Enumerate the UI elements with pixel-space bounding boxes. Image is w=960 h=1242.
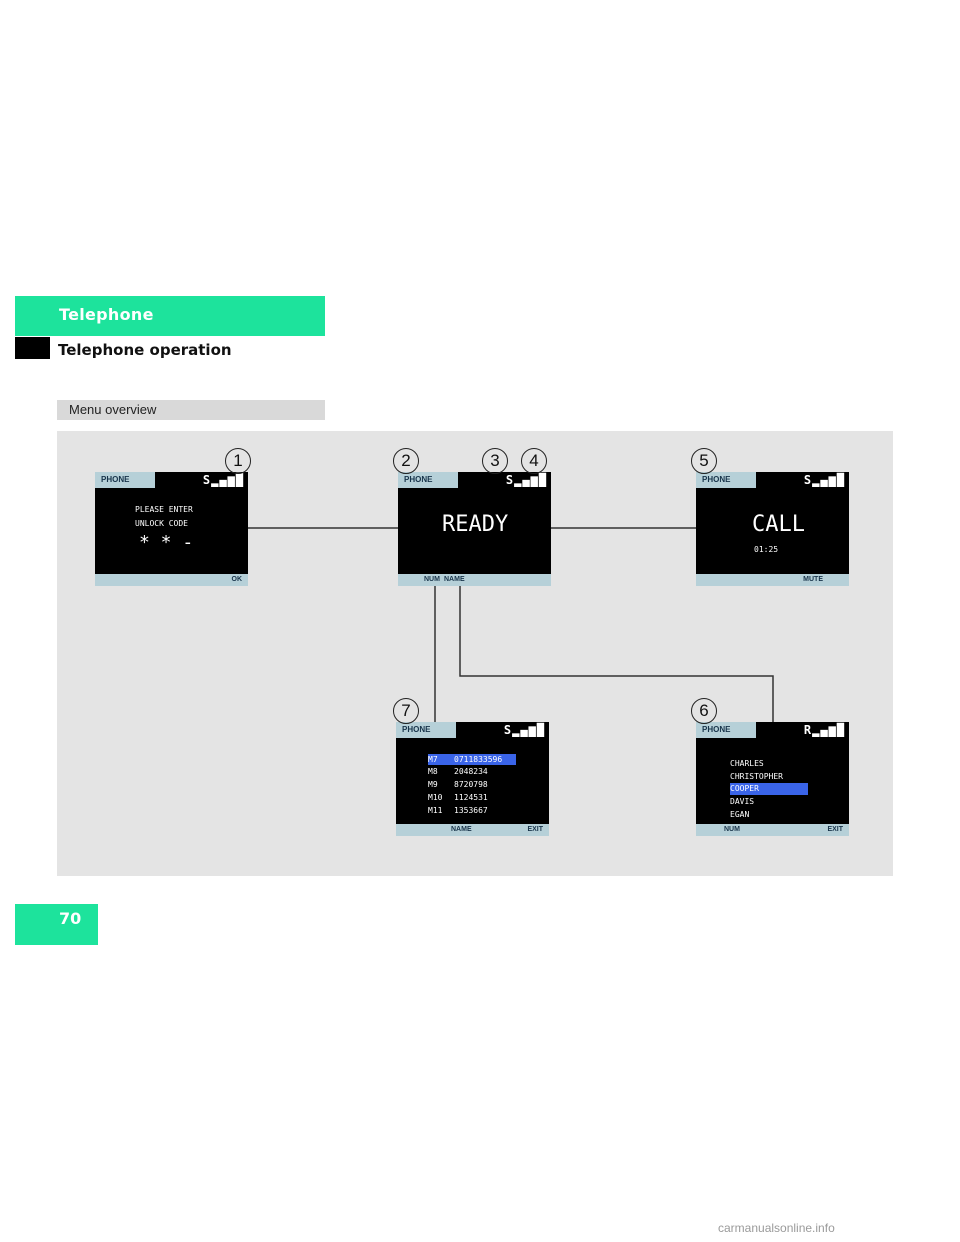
- list-item[interactable]: M9 8720798: [428, 778, 516, 791]
- list-item[interactable]: DAVIS: [730, 797, 755, 806]
- softkey-exit[interactable]: EXIT: [527, 826, 543, 833]
- callout-2: 2: [393, 448, 419, 474]
- page-number-tab: 70: [15, 904, 98, 945]
- signal-strength-icon: S▂▄▆█: [202, 473, 244, 487]
- callout-3: 3: [482, 448, 508, 474]
- signal-strength-icon: S▂▄▆█: [503, 723, 545, 737]
- callout-4: 4: [521, 448, 547, 474]
- call-duration: 01:25: [754, 545, 779, 554]
- section-marker: [15, 337, 50, 359]
- list-item[interactable]: CHRISTOPHER: [730, 772, 783, 781]
- number-list: M7 0711833596 M8 2048234 M9 8720798 M10 1124…: [428, 754, 516, 817]
- screen-tab: PHONE: [696, 722, 756, 738]
- callout-5: 5: [691, 448, 717, 474]
- softkey-name[interactable]: NAME: [444, 576, 465, 583]
- phone-number: 8720798: [454, 780, 488, 789]
- callout-1: 1: [225, 448, 251, 474]
- softkey-mute[interactable]: MUTE: [803, 576, 823, 583]
- screen-tab: PHONE: [696, 472, 756, 488]
- list-item[interactable]: M7 0711833596: [428, 754, 516, 765]
- phone-number: 0711833596: [454, 755, 503, 764]
- list-item-selected[interactable]: COOPER: [730, 783, 808, 795]
- memory-slot: M8: [428, 767, 438, 776]
- section-header-bar: Telephone: [15, 296, 325, 336]
- list-item[interactable]: M10 1124531: [428, 791, 516, 804]
- section-title: Telephone: [59, 305, 154, 324]
- unlock-code-display: * * -: [139, 532, 194, 553]
- memory-slot: M9: [428, 780, 438, 789]
- list-item[interactable]: M8 2048234: [428, 765, 516, 778]
- softkey-ok[interactable]: OK: [231, 576, 243, 583]
- ready-status: READY: [442, 512, 509, 537]
- signal-strength-icon: S▂▄▆█: [505, 473, 547, 487]
- connector-lines: [248, 527, 774, 723]
- signal-strength-icon: S▂▄▆█: [803, 473, 845, 487]
- screen-number-list: PHONE S▂▄▆█ M7 0711833596 M8 2048234 M9 872…: [396, 722, 549, 836]
- menu-overview-label: Menu overview: [57, 400, 325, 420]
- screen-call: PHONE S▂▄▆█ CALL 01:25 MUTE: [696, 472, 849, 586]
- softkey-num[interactable]: NUM: [424, 576, 440, 583]
- unlock-prompt-line2: UNLOCK CODE: [135, 519, 188, 528]
- memory-slot: M11: [428, 806, 443, 815]
- callout-7: 7: [393, 698, 419, 724]
- page-number: 70: [59, 909, 82, 928]
- phone-number: 2048234: [454, 767, 488, 776]
- phone-number: 1124531: [454, 793, 488, 802]
- list-item[interactable]: CHARLES: [730, 759, 764, 768]
- subsection-title: Telephone operation: [58, 341, 232, 359]
- call-status: CALL: [752, 512, 805, 537]
- softkey-num[interactable]: NUM: [724, 826, 740, 833]
- screen-ready: PHONE S▂▄▆█ READY NUM NAME: [398, 472, 551, 586]
- menu-diagram: PHONE S▂▄▆█ PLEASE ENTER UNLOCK CODE * *…: [57, 431, 893, 876]
- screen-name-list: PHONE R▂▄▆█ CHARLES CHRISTOPHER COOPER D…: [696, 722, 849, 836]
- phone-number: 1353667: [454, 806, 488, 815]
- signal-strength-icon: R▂▄▆█: [803, 723, 845, 737]
- name-list: CHARLES CHRISTOPHER COOPER DAVIS EGAN: [730, 757, 808, 821]
- menu-overview-text: Menu overview: [69, 402, 157, 417]
- callout-6: 6: [691, 698, 717, 724]
- screen-unlock: PHONE S▂▄▆█ PLEASE ENTER UNLOCK CODE * *…: [95, 472, 248, 586]
- screen-tab: PHONE: [95, 472, 155, 488]
- memory-slot: M7: [428, 755, 438, 764]
- screen-tab: PHONE: [398, 472, 458, 488]
- list-item[interactable]: M11 1353667: [428, 804, 516, 817]
- watermark-text: carmanualsonline.info: [718, 1221, 835, 1235]
- softkey-exit[interactable]: EXIT: [827, 826, 843, 833]
- screen-tab: PHONE: [396, 722, 456, 738]
- unlock-prompt-line1: PLEASE ENTER: [135, 505, 193, 514]
- memory-slot: M10: [428, 793, 443, 802]
- softkey-name[interactable]: NAME: [451, 826, 472, 833]
- list-item[interactable]: EGAN: [730, 810, 750, 819]
